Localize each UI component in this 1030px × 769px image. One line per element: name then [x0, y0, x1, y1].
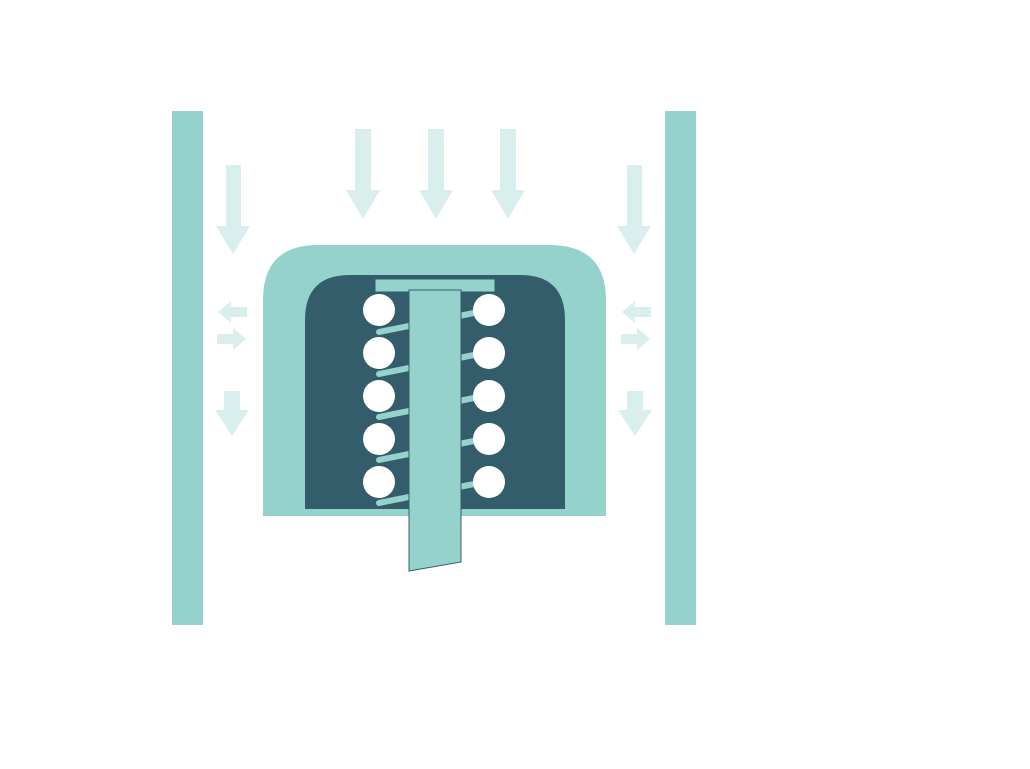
arrow-down-icon: [346, 129, 380, 219]
coil-section: [363, 466, 395, 498]
coil-section: [473, 423, 505, 455]
coil-section: [363, 337, 395, 369]
coil-section: [473, 337, 505, 369]
coil-section: [473, 466, 505, 498]
coil-right-sections: [473, 294, 505, 498]
arrow-left-icon: [622, 301, 651, 323]
arrow-left-icon: [218, 301, 247, 323]
arrow-down-icon: [618, 391, 652, 436]
coil-section: [363, 423, 395, 455]
right-horizontal-flow-arrows: [621, 301, 651, 350]
left-wall: [172, 111, 203, 625]
arrow-down-icon: [216, 165, 250, 254]
coil-section: [473, 294, 505, 326]
side-lower-flow-arrows: [215, 391, 652, 436]
coil-left-sections: [363, 294, 395, 498]
coil-section: [363, 294, 395, 326]
arrow-down-icon: [491, 129, 525, 219]
side-upper-flow-arrows: [216, 165, 651, 254]
arrow-down-icon: [419, 129, 453, 219]
coil-section: [473, 380, 505, 412]
left-horizontal-flow-arrows: [217, 301, 247, 350]
stem-shaft: [408, 289, 462, 572]
right-wall: [665, 111, 696, 625]
arrow-down-icon: [617, 165, 651, 254]
t-shaped-stem: [374, 278, 496, 572]
arrow-right-icon: [621, 328, 650, 350]
top-flow-arrows: [346, 129, 525, 219]
coil-section: [363, 380, 395, 412]
arrow-down-icon: [215, 391, 249, 436]
arrow-right-icon: [217, 328, 246, 350]
